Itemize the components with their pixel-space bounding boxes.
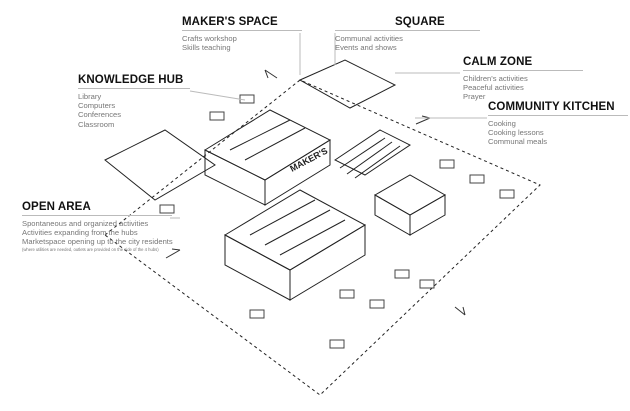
- divider: [488, 115, 628, 116]
- label-item: Prayer: [463, 92, 486, 102]
- site-boundary: [104, 79, 541, 396]
- label-item: Spontaneous and organized activities: [22, 219, 149, 228]
- label-item: Classroom: [78, 119, 115, 129]
- label-item: Computers: [78, 101, 116, 111]
- label-title: COMMUNITY KITCHEN: [488, 101, 615, 113]
- label-item: Conferences: [78, 110, 122, 120]
- label-item: Cooking: [488, 119, 516, 128]
- label-title: MAKER'S SPACE: [182, 16, 278, 28]
- label-item: Library: [78, 92, 102, 101]
- makers-space-building: [223, 189, 367, 301]
- label-item: Marketspace opening up to the city resid…: [22, 237, 173, 247]
- entry-arrows: [165, 69, 466, 316]
- divider: [78, 88, 190, 89]
- furniture-tables: [159, 94, 515, 349]
- label-title: OPEN AREA: [22, 201, 91, 213]
- label-calm-zone: CALM ZONE Children's activities Peaceful…: [463, 56, 583, 102]
- divider: [22, 215, 172, 216]
- label-community-kitchen: COMMUNITY KITCHEN Cooking Cooking lesson…: [488, 101, 628, 147]
- label-item: Children's activities: [463, 74, 528, 83]
- label-title: KNOWLEDGE HUB: [78, 74, 184, 86]
- label-item: Peaceful activities: [463, 83, 524, 93]
- label-open-area: OPEN AREA Spontaneous and organized acti…: [22, 201, 173, 253]
- label-item: Activities expanding from the hubs: [22, 228, 138, 238]
- knowledge-hub-building: [203, 109, 332, 206]
- label-item: Skills teaching: [182, 43, 231, 53]
- label-item: Cooking lessons: [488, 128, 544, 138]
- divider: [463, 70, 583, 71]
- label-title: SQUARE: [395, 16, 445, 28]
- label-knowledge-hub: KNOWLEDGE HUB Library Computers Conferen…: [78, 74, 190, 129]
- label-item: Crafts workshop: [182, 34, 237, 43]
- label-makers-space: MAKER'S SPACE Crafts workshop Skills tea…: [182, 16, 302, 52]
- label-title: CALM ZONE: [463, 56, 533, 68]
- square-steps: [298, 59, 411, 179]
- divider: [335, 30, 480, 31]
- label-note: (where utilities are needed, outlets are…: [22, 246, 159, 252]
- label-item: Communal meals: [488, 137, 548, 147]
- label-square: SQUARE Communal activities Events and sh…: [335, 16, 480, 52]
- label-item: Events and shows: [335, 43, 397, 53]
- calm-zone-building: [373, 174, 447, 236]
- open-area-pad: [104, 129, 216, 201]
- label-item: Communal activities: [335, 34, 403, 43]
- divider: [182, 30, 302, 31]
